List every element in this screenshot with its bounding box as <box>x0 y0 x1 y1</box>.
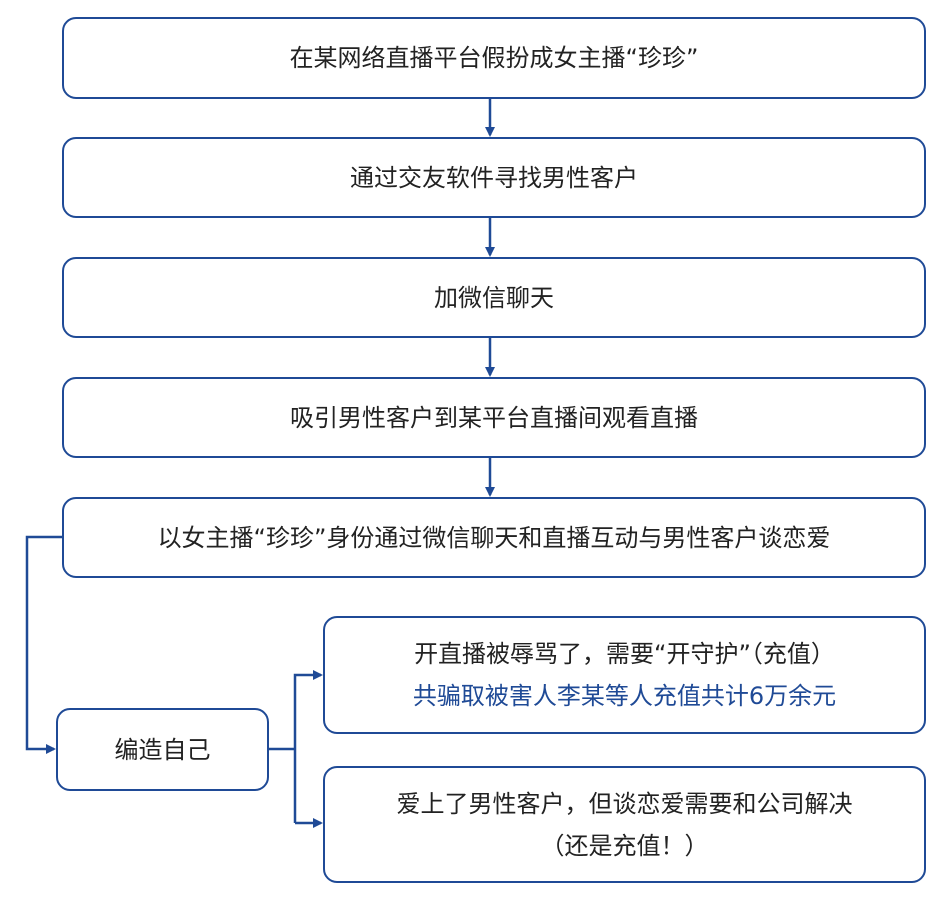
fabricate-box: 编造自己 <box>56 708 269 791</box>
step-2-box: 通过交友软件寻找男性客户 <box>62 137 926 218</box>
step-3-box: 加微信聊天 <box>62 257 926 338</box>
branch-1-line-2: 共骗取被害人李某等人充值共计6万余元 <box>412 682 837 710</box>
step-2-text: 通过交友软件寻找男性客户 <box>350 163 638 192</box>
branch-2-box: 爱上了男性客户，但谈恋爱需要和公司解决 （还是充值！） <box>323 766 926 883</box>
step-5-text: 以女主播“珍珍”身份通过微信聊天和直播互动与男性客户谈恋爱 <box>157 523 831 552</box>
step-1-text: 在某网络直播平台假扮成女主播“珍珍” <box>289 44 699 72</box>
branch-2-line-1: 爱上了男性客户，但谈恋爱需要和公司解决 <box>396 789 853 818</box>
step-5-box: 以女主播“珍珍”身份通过微信聊天和直播互动与男性客户谈恋爱 <box>62 497 926 578</box>
branch-1-box: 开直播被辱骂了，需要“开守护”（充值） 共骗取被害人李某等人充值共计6万余元 <box>323 616 926 734</box>
arrow-to-fabricate <box>25 535 62 754</box>
fabricate-text: 编造自己 <box>114 735 211 764</box>
step-1-box: 在某网络直播平台假扮成女主播“珍珍” <box>62 17 926 99</box>
branch-1-line-1: 开直播被辱骂了，需要“开守护”（充值） <box>414 640 835 668</box>
branch-2-line-2: （还是充值！） <box>540 831 709 860</box>
arrow-branch-1 <box>293 670 323 823</box>
step-4-box: 吸引男性客户到某平台直播间观看直播 <box>62 377 926 458</box>
step-3-text: 加微信聊天 <box>434 283 554 312</box>
step-4-text: 吸引男性客户到某平台直播间观看直播 <box>290 403 698 432</box>
